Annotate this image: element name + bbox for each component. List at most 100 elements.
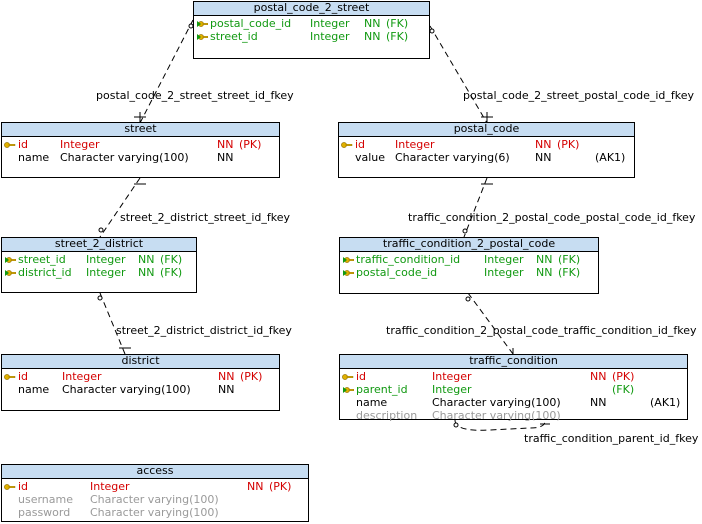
- primary-key-icon: [342, 374, 354, 380]
- column-name: id: [18, 480, 29, 493]
- column-row[interactable]: id Integer NN (PK): [2, 138, 279, 151]
- column-name: postal_code_id: [356, 266, 438, 279]
- rel-end-circle: [97, 295, 103, 301]
- rel-end-circle: [465, 296, 471, 302]
- column-key: (PK): [557, 138, 580, 151]
- column-name: id: [18, 138, 29, 151]
- column-type: Character varying(100): [90, 506, 219, 519]
- rel-label: postal_code_2_street_street_id_fkey: [96, 89, 294, 102]
- column-key: (FK): [160, 253, 183, 266]
- column-type: Integer: [86, 266, 126, 279]
- column-not-null: NN: [217, 151, 234, 164]
- column-type: Integer: [432, 383, 472, 396]
- column-type: Character varying(100): [432, 396, 561, 409]
- foreign-key-icon: [197, 34, 208, 40]
- rel-label: traffic_condition_parent_id_fkey: [524, 432, 699, 445]
- entity-title: access: [2, 465, 308, 479]
- column-name: id: [356, 370, 367, 383]
- entity-title: postal_code: [339, 123, 634, 137]
- rel-label: street_2_district_district_id_fkey: [116, 324, 292, 337]
- rel-line-street-id: [139, 19, 194, 124]
- column-not-null: NN: [217, 138, 234, 151]
- column-not-null: NN: [536, 253, 553, 266]
- column-row[interactable]: username Character varying(100): [2, 493, 308, 506]
- foreign-key-icon: [343, 257, 354, 263]
- rel-end-circle: [462, 228, 468, 234]
- column-name: id: [18, 370, 29, 383]
- entity-title: postal_code_2_street: [194, 2, 429, 16]
- foreign-key-icon: [5, 257, 16, 263]
- column-not-null: NN: [138, 253, 155, 266]
- entity-title: traffic_condition: [340, 355, 687, 369]
- column-not-null: NN: [590, 370, 607, 383]
- rel-label: traffic_condition_2_postal_code_traffic_…: [386, 324, 697, 337]
- column-key: (FK): [558, 266, 581, 279]
- column-key: (FK): [386, 17, 409, 30]
- column-type: Integer: [484, 266, 524, 279]
- column-type: Character varying(100): [60, 151, 189, 164]
- column-type: Integer: [432, 370, 472, 383]
- rel-line-s2d-district-id: [99, 292, 126, 355]
- rel-line-postal-code-id: [429, 25, 488, 124]
- foreign-key-icon: [5, 270, 16, 276]
- entity-traffic-condition-2-postal-code[interactable]: traffic_condition_2_postal_code traffic_…: [339, 237, 599, 294]
- entity-title: street_2_district: [2, 238, 196, 252]
- column-name: street_id: [18, 253, 66, 266]
- column-row[interactable]: id Integer NN (PK): [340, 370, 687, 383]
- rel-end-circle: [453, 422, 459, 428]
- column-type: Integer: [310, 17, 350, 30]
- column-key: (FK): [386, 30, 409, 43]
- column-name: description: [356, 409, 418, 422]
- column-type: Integer: [395, 138, 435, 151]
- entity-title: traffic_condition_2_postal_code: [340, 238, 598, 252]
- column-type: Integer: [60, 138, 100, 151]
- primary-key-icon: [341, 142, 353, 148]
- rel-label: postal_code_2_street_postal_code_id_fkey: [463, 89, 694, 102]
- column-name: username: [18, 493, 73, 506]
- column-name: traffic_condition_id: [356, 253, 461, 266]
- column-name: district_id: [18, 266, 72, 279]
- column-type: Integer: [310, 30, 350, 43]
- rel-line-s2d-street-id: [99, 177, 141, 238]
- column-not-null: NN: [247, 480, 264, 493]
- column-key: (PK): [239, 138, 262, 151]
- column-not-null: NN: [535, 138, 552, 151]
- column-alt-key: (AK1): [650, 396, 681, 409]
- column-alt-key: (AK1): [595, 151, 626, 164]
- primary-key-icon: [4, 484, 16, 490]
- column-not-null: NN: [590, 396, 607, 409]
- column-type: Character varying(100): [90, 493, 219, 506]
- column-key: (PK): [612, 370, 635, 383]
- column-key: (FK): [558, 253, 581, 266]
